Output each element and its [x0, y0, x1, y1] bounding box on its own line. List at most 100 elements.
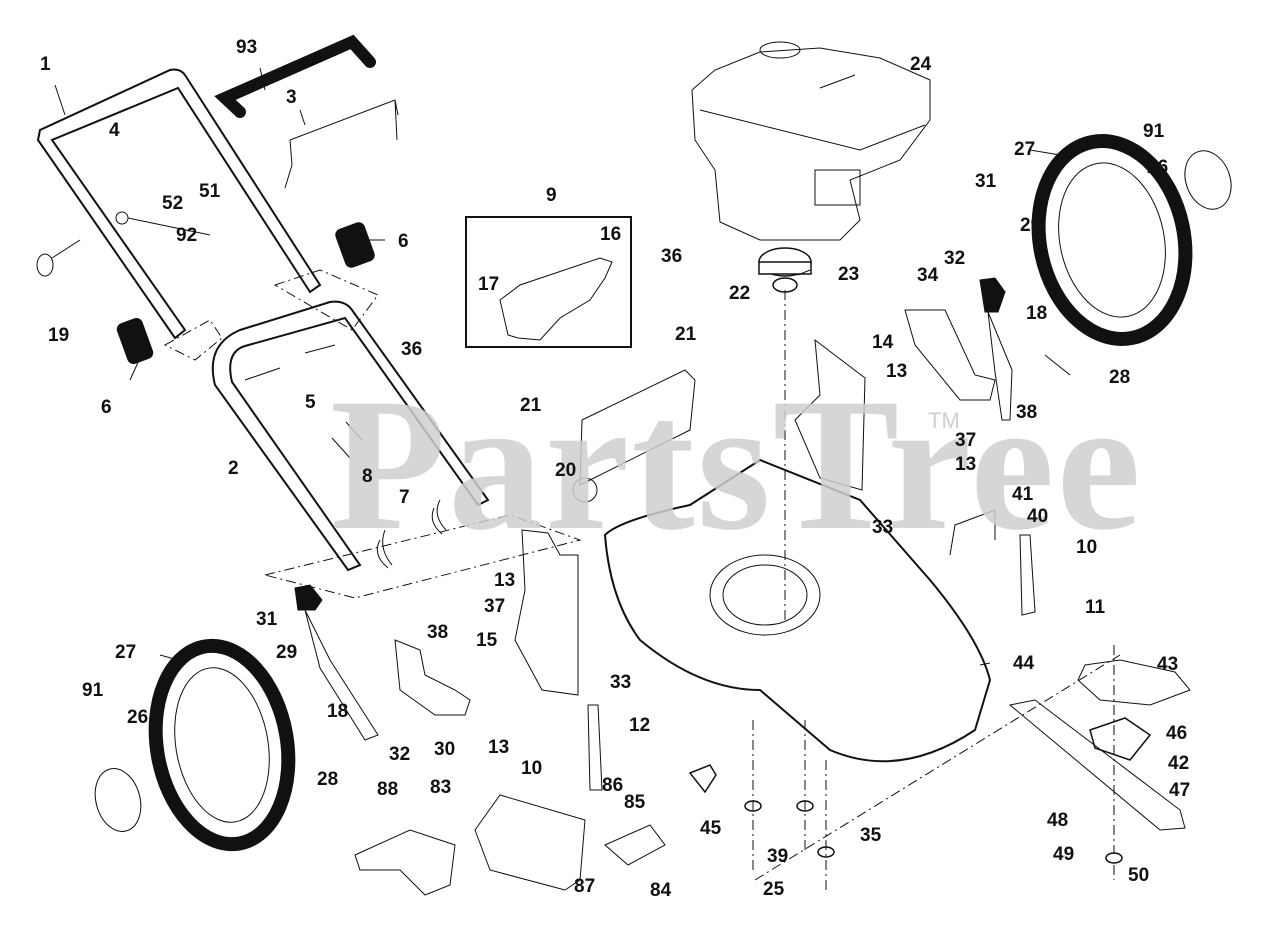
callout-28-right[interactable]: 28 [1109, 367, 1131, 388]
inset-box-9 [465, 216, 632, 348]
callout-91-right[interactable]: 91 [1143, 121, 1165, 142]
callout-31-left[interactable]: 31 [256, 609, 278, 630]
callout-36-right[interactable]: 36 [661, 246, 683, 267]
callout-85[interactable]: 85 [624, 792, 646, 813]
callout-91-left[interactable]: 91 [82, 680, 104, 701]
callout-88[interactable]: 88 [377, 779, 399, 800]
callout-20[interactable]: 20 [555, 460, 577, 481]
handle-grip [214, 34, 376, 118]
callout-10-right[interactable]: 10 [1076, 537, 1098, 558]
callout-36-left[interactable]: 36 [401, 339, 423, 360]
engine [691, 41, 931, 241]
callout-44[interactable]: 44 [1013, 653, 1035, 674]
callout-12[interactable]: 12 [629, 715, 651, 736]
wheel-left [94, 638, 296, 852]
callout-13-upper-left[interactable]: 13 [494, 570, 516, 591]
callout-93[interactable]: 93 [236, 37, 258, 58]
callout-33-top[interactable]: 33 [872, 517, 894, 538]
callout-29-left[interactable]: 29 [276, 642, 298, 663]
callout-40[interactable]: 40 [1027, 506, 1049, 527]
callout-1[interactable]: 1 [40, 54, 51, 75]
callout-25[interactable]: 25 [763, 879, 785, 900]
callout-6-top[interactable]: 6 [398, 231, 409, 252]
callout-14[interactable]: 14 [872, 332, 894, 353]
height-adjust-plate-left [514, 529, 579, 696]
mount-plate-outline [163, 269, 582, 599]
callout-43[interactable]: 43 [1157, 654, 1179, 675]
callout-27-right[interactable]: 27 [1014, 139, 1036, 160]
callout-92[interactable]: 92 [176, 225, 198, 246]
callout-21-top[interactable]: 21 [675, 324, 697, 345]
callout-48[interactable]: 48 [1047, 810, 1069, 831]
callout-13-right[interactable]: 13 [955, 454, 977, 475]
callout-37-left[interactable]: 37 [484, 596, 506, 617]
handle-knob [116, 222, 375, 364]
callout-33-bottom[interactable]: 33 [610, 672, 632, 693]
callout-22[interactable]: 22 [729, 283, 751, 304]
rear-rod [949, 509, 996, 556]
callout-26-right[interactable]: 26 [1147, 157, 1169, 178]
callout-13-top[interactable]: 13 [886, 361, 908, 382]
callout-23[interactable]: 23 [838, 264, 860, 285]
upper-handle [36, 68, 322, 340]
callout-31-right[interactable]: 31 [975, 171, 997, 192]
callout-7[interactable]: 7 [399, 487, 410, 508]
callout-18-left[interactable]: 18 [327, 701, 349, 722]
callout-42[interactable]: 42 [1168, 753, 1190, 774]
callout-84[interactable]: 84 [650, 880, 672, 901]
wheel-right [1031, 134, 1232, 346]
callout-49[interactable]: 49 [1053, 844, 1075, 865]
rear-bracket [587, 534, 1036, 791]
callout-28-left[interactable]: 28 [317, 769, 339, 790]
callout-15[interactable]: 15 [476, 630, 498, 651]
callout-32-right[interactable]: 32 [944, 248, 966, 269]
callout-47[interactable]: 47 [1169, 780, 1191, 801]
callout-41[interactable]: 41 [1012, 484, 1034, 505]
callout-39[interactable]: 39 [767, 846, 789, 867]
callout-37-right[interactable]: 37 [955, 430, 977, 451]
callout-52[interactable]: 52 [162, 193, 184, 214]
mower-deck [603, 458, 992, 763]
callout-13-lower-left[interactable]: 13 [488, 737, 510, 758]
callout-51[interactable]: 51 [199, 181, 221, 202]
callout-11[interactable]: 11 [1085, 597, 1106, 618]
callout-2[interactable]: 2 [228, 458, 239, 479]
callout-10-left[interactable]: 10 [521, 758, 543, 779]
callout-45[interactable]: 45 [700, 818, 722, 839]
callout-9[interactable]: 9 [546, 185, 557, 206]
callout-27-left[interactable]: 27 [115, 642, 137, 663]
callout-3[interactable]: 3 [286, 87, 297, 108]
callout-26-left[interactable]: 26 [127, 707, 149, 728]
callout-87[interactable]: 87 [574, 876, 596, 897]
height-adjust-plate [794, 338, 866, 491]
callout-83[interactable]: 83 [430, 777, 452, 798]
callout-17[interactable]: 17 [478, 274, 500, 295]
callout-35[interactable]: 35 [860, 825, 882, 846]
blade-adapter-pulley [758, 247, 812, 620]
callout-4[interactable]: 4 [109, 120, 120, 141]
callout-86[interactable]: 86 [602, 775, 624, 796]
callout-19[interactable]: 19 [48, 325, 70, 346]
discharge-parts [354, 764, 717, 896]
callout-29-right[interactable]: 29 [1020, 215, 1042, 236]
callout-18-right[interactable]: 18 [1026, 303, 1048, 324]
callout-34[interactable]: 34 [917, 265, 939, 286]
callout-32-left[interactable]: 32 [389, 744, 411, 765]
callout-46[interactable]: 46 [1166, 723, 1188, 744]
callout-24[interactable]: 24 [910, 54, 932, 75]
callout-6-bottom[interactable]: 6 [101, 397, 112, 418]
callout-38-left[interactable]: 38 [427, 622, 449, 643]
callout-21-left[interactable]: 21 [520, 395, 542, 416]
watermark: PartsTree [330, 360, 1143, 570]
callout-38-right[interactable]: 38 [1016, 402, 1038, 423]
lower-handle [211, 300, 490, 572]
callout-50[interactable]: 50 [1128, 865, 1150, 886]
callout-8[interactable]: 8 [362, 466, 373, 487]
hairpin-clip [376, 499, 447, 569]
callout-5[interactable]: 5 [305, 392, 316, 413]
handle-bolts [244, 344, 363, 459]
axle-bracket [394, 309, 996, 716]
callout-30[interactable]: 30 [434, 739, 456, 760]
callout-16[interactable]: 16 [600, 224, 622, 245]
